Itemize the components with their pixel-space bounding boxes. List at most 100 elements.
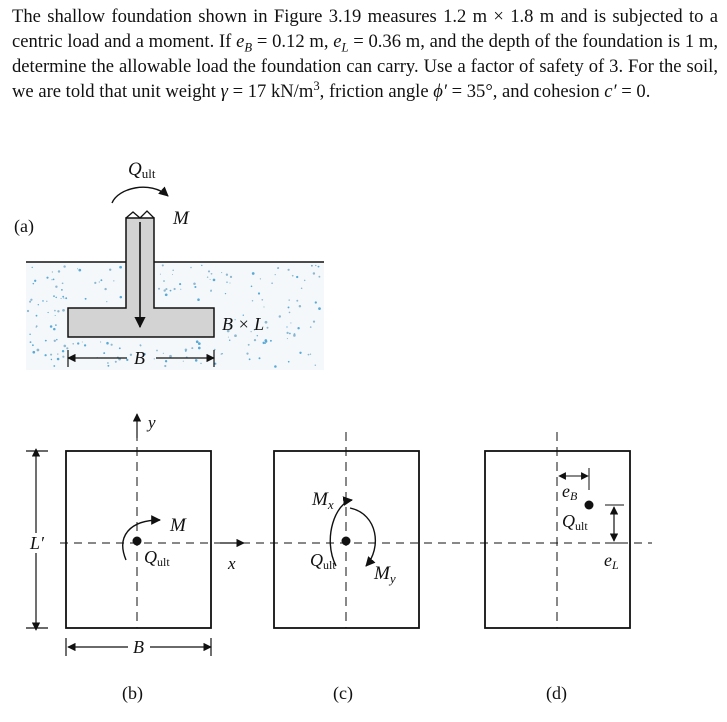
panel-b: y x M Qult L′ B (b) — [26, 413, 245, 704]
soil-dot — [296, 299, 299, 302]
soil-dot — [311, 264, 313, 267]
moment-y-arrow — [349, 507, 377, 567]
soil-dot — [57, 270, 61, 273]
soil-dot — [224, 292, 227, 295]
soil-dot — [184, 348, 188, 351]
soil-dot — [182, 360, 184, 362]
soil-dot — [197, 342, 201, 345]
phi-value: = 35°, and cohesion — [446, 81, 605, 102]
moment-x-arrow — [329, 496, 353, 567]
soil-dot — [30, 298, 33, 301]
soil-dot — [164, 364, 167, 368]
problem-text-intro: The shallow foundation shown in Figure 3… — [12, 6, 718, 52]
soil-dot — [287, 360, 290, 363]
soil-dot — [60, 297, 62, 300]
soil-dot — [197, 346, 201, 350]
eb-label-d: eB — [562, 481, 578, 503]
footing-plan-b — [65, 450, 212, 629]
moment-arrow-a — [111, 186, 169, 204]
soil-dot — [32, 344, 34, 347]
soil-dot — [114, 360, 117, 363]
soil-dot — [113, 280, 115, 282]
soil-dot — [253, 338, 257, 342]
load-label-a: Qult — [128, 159, 156, 181]
soil-dot — [246, 352, 249, 355]
soil-dot — [263, 306, 265, 308]
soil-dot — [53, 339, 56, 342]
soil-dot — [62, 308, 65, 312]
soil-dot — [314, 364, 317, 367]
caption-c: (c) — [333, 683, 353, 704]
soil-dot — [303, 279, 306, 282]
soil-dot — [251, 272, 255, 275]
soil-dot — [190, 266, 192, 269]
soil-dot — [49, 325, 53, 328]
soil-dot — [50, 358, 53, 361]
length-label-b: L′ — [29, 533, 45, 553]
soil-dot — [44, 339, 47, 342]
soil-dot — [103, 352, 106, 355]
soil-dot — [293, 334, 296, 337]
moment-arrow-b — [122, 515, 161, 561]
load-point-d — [584, 500, 594, 510]
soil-dot — [81, 341, 83, 343]
soil-dot — [78, 268, 82, 272]
soil-dot — [165, 288, 168, 291]
soil-dot — [226, 319, 228, 322]
soil-dot — [212, 278, 216, 282]
soil-dot — [72, 342, 75, 345]
soil-dot — [104, 287, 107, 291]
soil-dot — [298, 304, 302, 308]
soil-dot — [35, 326, 37, 328]
soil-dot — [56, 338, 58, 341]
el-value-text: = 0.36 m, and the depth of the foundatio… — [12, 31, 718, 102]
soil-dot — [159, 273, 161, 275]
soil-dot — [66, 347, 69, 350]
soil-dot — [201, 264, 203, 267]
soil-dot — [32, 350, 36, 354]
soil-dot — [250, 330, 252, 333]
soil-dot — [226, 329, 230, 333]
soil-dot — [65, 297, 68, 300]
soil-dot — [35, 314, 38, 317]
soil-dot — [44, 354, 47, 357]
soil-dot — [247, 343, 250, 346]
soil-dot — [206, 276, 209, 278]
soil-dot — [51, 271, 54, 273]
soil-dot — [286, 338, 288, 340]
soil-dot — [242, 314, 245, 316]
el-label-d: eL — [604, 550, 619, 572]
soil-dot — [179, 283, 182, 286]
soil-dot — [106, 341, 109, 345]
soil-dot — [214, 362, 217, 365]
soil-dot — [63, 265, 66, 268]
soil-dot — [42, 300, 44, 302]
soil-dot — [77, 342, 80, 345]
soil-dot — [185, 350, 187, 352]
soil-dot — [47, 311, 49, 314]
soil-dot — [110, 343, 113, 346]
soil-dot — [98, 281, 100, 283]
soil-dot — [258, 357, 261, 360]
soil-dot — [289, 332, 291, 335]
soil-dot — [61, 349, 65, 353]
soil-dot — [229, 282, 231, 284]
soil-dot — [300, 287, 303, 290]
moment-x-label: Mx — [311, 489, 334, 512]
soil-dot — [194, 359, 198, 362]
soil-dot — [287, 306, 290, 309]
soil-dot — [107, 364, 110, 367]
soil-dot — [156, 349, 158, 352]
soil-dot — [54, 314, 56, 317]
soil-dot — [53, 365, 56, 367]
soil-dot — [77, 268, 79, 270]
soil-dot — [274, 365, 277, 368]
soil-dot — [195, 340, 199, 344]
soil-dot — [256, 335, 258, 337]
soil-dot — [299, 351, 302, 354]
soil-dot — [119, 295, 123, 299]
soil-dot — [139, 344, 142, 347]
soil-dot — [57, 310, 60, 313]
soil-dot — [318, 275, 321, 278]
soil-dot — [158, 287, 160, 290]
